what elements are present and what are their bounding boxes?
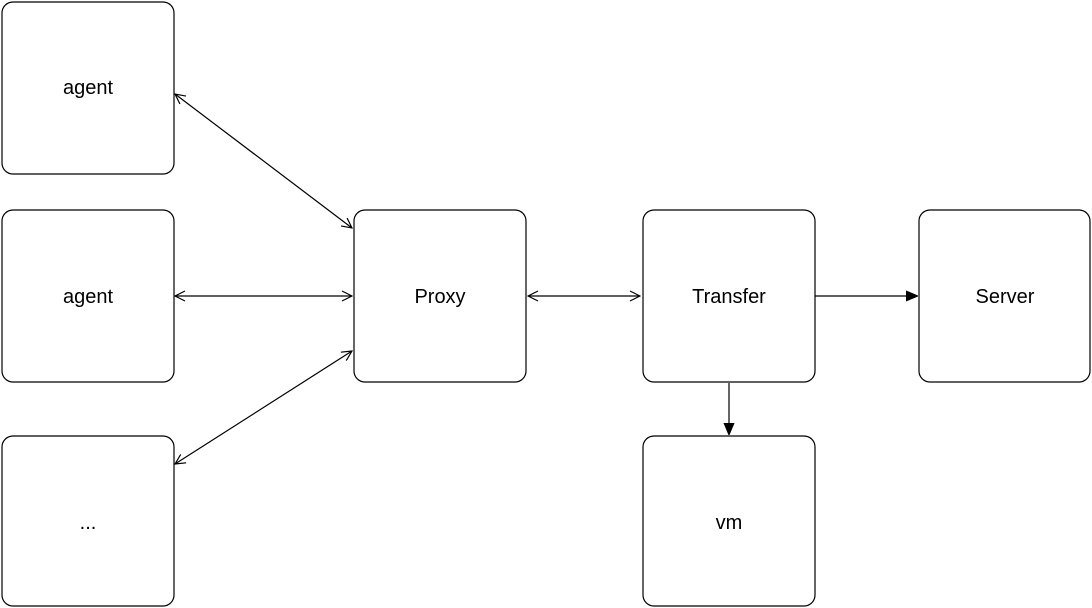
node-transfer: Transfer <box>642 209 816 383</box>
edge-agent1-proxy <box>175 94 352 228</box>
node-agent-1: agent <box>1 1 175 175</box>
node-server: Server <box>918 209 1091 383</box>
node-proxy: Proxy <box>353 209 527 383</box>
node-proxy-label: Proxy <box>414 286 465 308</box>
node-agent-1-label: agent <box>63 77 113 99</box>
node-vm-label: vm <box>716 512 743 534</box>
node-transfer-label: Transfer <box>692 286 766 308</box>
node-agent-2: agent <box>1 209 175 383</box>
node-vm: vm <box>642 435 816 607</box>
node-agent-2-label: agent <box>63 286 113 308</box>
node-agent-ellipsis: ... <box>1 435 175 607</box>
node-server-label: Server <box>976 286 1035 308</box>
edge-agent3-proxy <box>175 351 352 464</box>
node-agent-ellipsis-label: ... <box>80 512 97 534</box>
